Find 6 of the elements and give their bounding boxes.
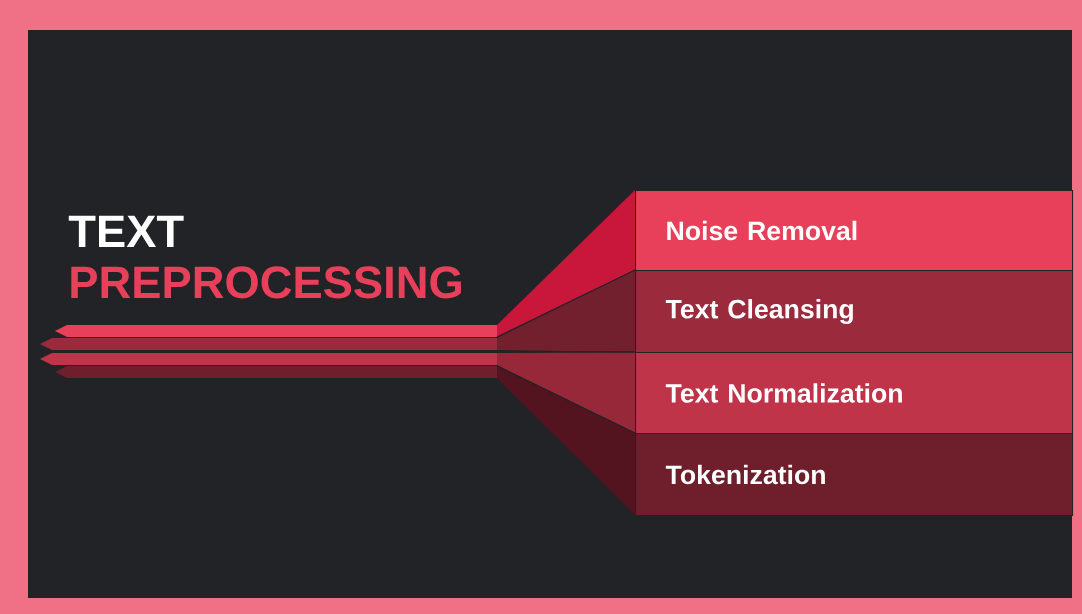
step-band: Noise Removal — [635, 190, 1074, 272]
step-band: Tokenization — [635, 433, 1074, 517]
heading-text: TEXT — [68, 215, 184, 247]
step-band: Text Normalization — [635, 352, 1074, 435]
heading-text: PREPROCESSING — [71, 266, 461, 299]
step-band: Text Cleansing — [635, 270, 1074, 354]
